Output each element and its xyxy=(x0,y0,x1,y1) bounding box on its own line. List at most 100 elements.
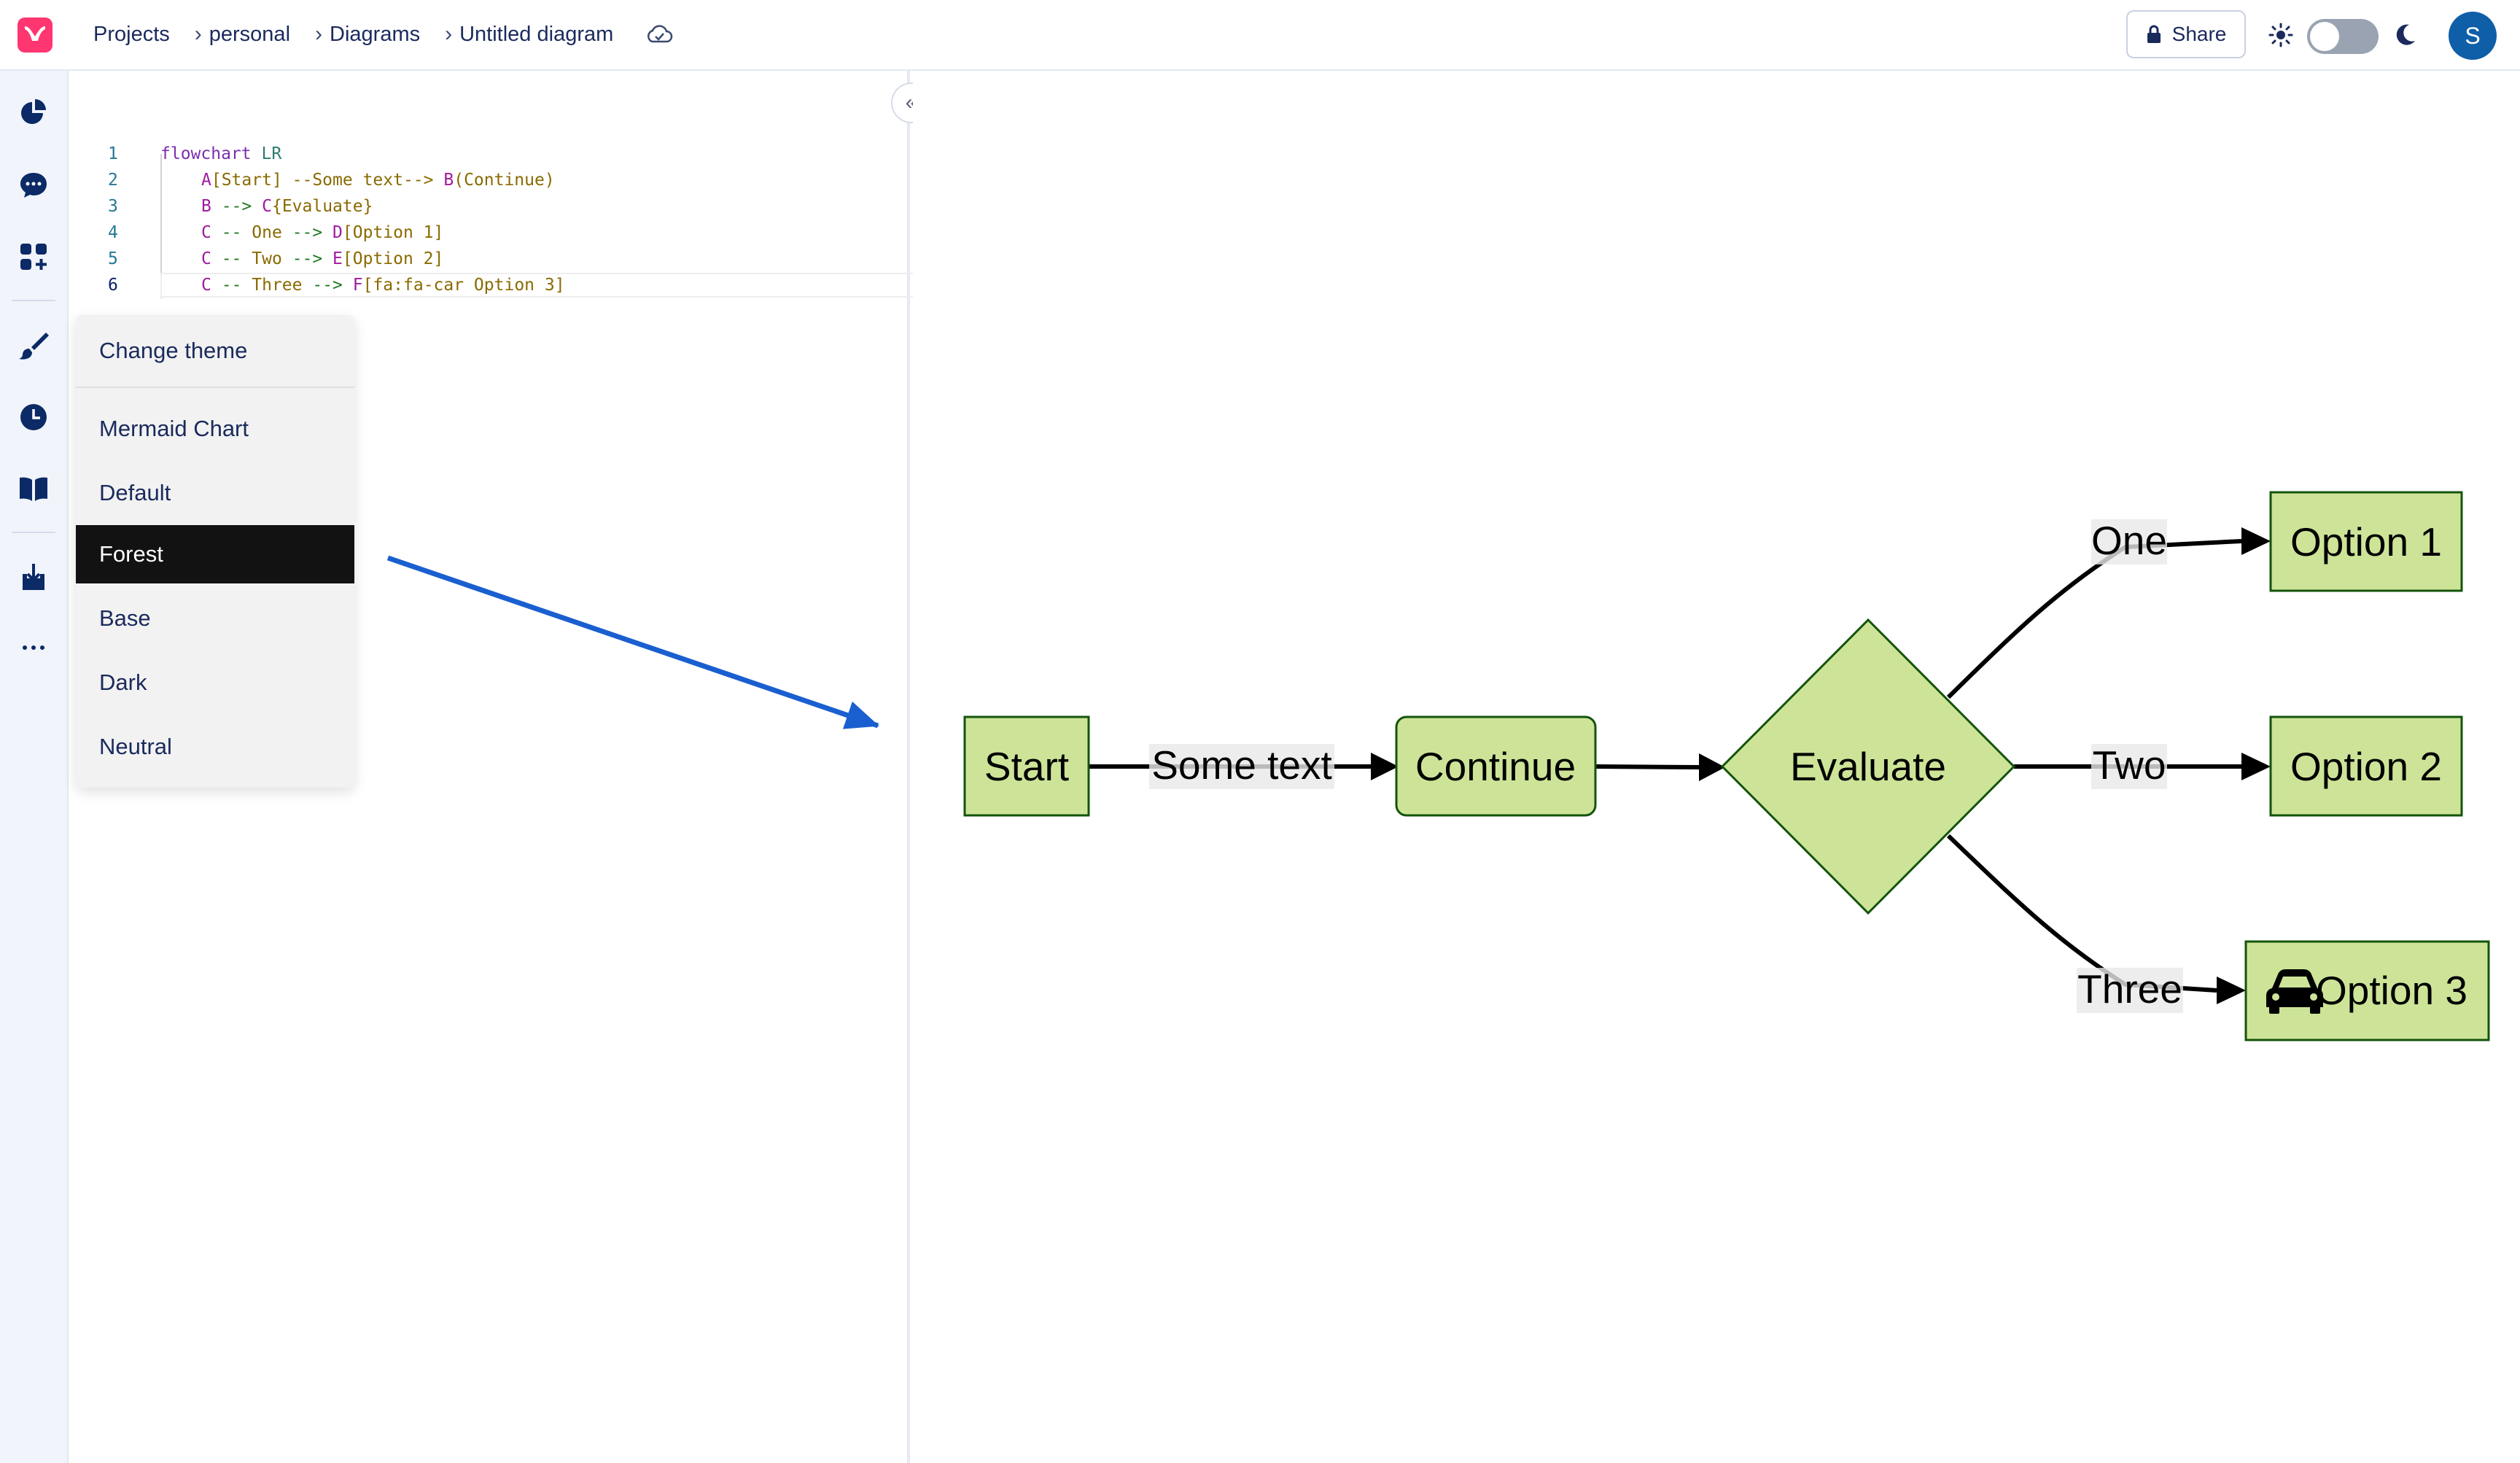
node-start[interactable]: Start xyxy=(963,715,1090,817)
moon-icon xyxy=(2396,24,2415,45)
code-token: E xyxy=(332,249,343,268)
code-token: -- xyxy=(211,223,252,242)
code-line-text[interactable]: B --> C{Evaluate} xyxy=(201,197,373,216)
code-line-text[interactable]: C -- One --> D[Option 1] xyxy=(201,223,443,242)
breadcrumb-projects[interactable]: Projects xyxy=(93,22,170,46)
code-token: --> xyxy=(211,197,262,216)
edge-label-two-text: Two xyxy=(2093,742,2166,788)
code-token: Two xyxy=(252,249,282,268)
code-line[interactable]: 6 C -- Three --> F[fa:fa-car Option 3] xyxy=(69,272,910,298)
code-line-text[interactable]: flowchart LR xyxy=(160,144,281,163)
node-evaluate[interactable]: Evaluate xyxy=(1720,618,2016,915)
code-token: Three xyxy=(252,276,303,295)
theme-option-forest[interactable]: Forest xyxy=(76,525,354,583)
code-token: -- xyxy=(211,249,252,268)
mermaid-logo-icon[interactable] xyxy=(18,18,52,53)
code-line[interactable]: 1 flowchart LR xyxy=(69,141,910,167)
lock-icon xyxy=(2147,25,2161,43)
breadcrumb: Projects › personal › Diagrams › Untitle… xyxy=(93,22,674,47)
breadcrumb-separator: › xyxy=(194,22,202,46)
code-token: --> xyxy=(281,223,333,242)
cloud-saved-icon xyxy=(648,25,673,43)
line-number: 6 xyxy=(108,276,118,295)
code-token: One xyxy=(252,223,282,242)
share-button[interactable]: Share xyxy=(2126,10,2246,58)
code-line[interactable]: 2 A[Start] --Some text--> B(Continue) xyxy=(69,167,910,193)
arrowhead xyxy=(2241,527,2271,555)
code-token: F xyxy=(352,276,363,295)
theme-menu-header: Change theme xyxy=(76,315,354,388)
more-options-icon[interactable] xyxy=(17,631,50,664)
arrowhead xyxy=(2241,753,2271,780)
theme-option-neutral[interactable]: Neutral xyxy=(99,734,172,759)
arrowhead xyxy=(1371,753,1399,780)
code-token: B xyxy=(443,171,454,190)
edge-label-two: Two xyxy=(2091,742,2167,789)
code-token: {Evaluate} xyxy=(271,197,373,216)
node-start-label: Start xyxy=(984,744,1069,789)
theme-dropdown: Change theme Mermaid Chart Default Fores… xyxy=(76,315,354,788)
node-option-3-label: Option 3 xyxy=(2316,968,2468,1013)
node-continue-label: Continue xyxy=(1415,744,1576,789)
code-token: --> xyxy=(281,249,333,268)
theme-option-mermaid-chart[interactable]: Mermaid Chart xyxy=(99,416,249,441)
add-widgets-icon[interactable] xyxy=(17,240,50,273)
toggle-knob xyxy=(2310,22,2339,51)
node-option-1[interactable]: Option 1 xyxy=(2269,491,2463,592)
paintbrush-icon[interactable] xyxy=(17,329,50,362)
left-rail xyxy=(0,71,69,1463)
edge-label-some-text-text: Some text xyxy=(1151,742,1332,788)
code-token: [Option 2] xyxy=(342,249,444,268)
code-token: --> xyxy=(302,276,353,295)
chat-icon[interactable] xyxy=(17,168,50,202)
annotation-arrow xyxy=(386,555,879,729)
breadcrumb-diagrams[interactable]: Diagrams xyxy=(330,22,421,46)
theme-option-dark[interactable]: Dark xyxy=(99,670,147,695)
code-token: --Some text--> xyxy=(281,171,444,190)
code-token: C xyxy=(201,249,211,268)
edge-label-some-text: Some text xyxy=(1149,742,1334,789)
arrowhead xyxy=(2217,977,2246,1004)
code-line-text[interactable]: A[Start] --Some text--> B(Continue) xyxy=(201,171,555,190)
breadcrumb-separator: › xyxy=(315,22,323,46)
node-option-3[interactable]: Option 3 xyxy=(2244,940,2490,1041)
user-avatar[interactable]: S xyxy=(2449,12,2497,60)
code-token: C xyxy=(201,276,211,295)
edge-label-one-text: One xyxy=(2091,518,2167,563)
share-button-label: Share xyxy=(2171,23,2227,45)
node-evaluate-label: Evaluate xyxy=(1790,744,1946,789)
code-token: [Option 1] xyxy=(342,223,444,242)
theme-option-base[interactable]: Base xyxy=(99,605,151,631)
line-number: 2 xyxy=(108,171,118,190)
theme-option-default[interactable]: Default xyxy=(99,480,171,505)
node-continue[interactable]: Continue xyxy=(1395,715,1597,817)
book-icon[interactable] xyxy=(17,472,50,505)
arrowhead xyxy=(1699,753,1725,781)
pie-chart-icon[interactable] xyxy=(17,96,50,130)
node-option-1-label: Option 1 xyxy=(2290,519,2442,564)
indent-guide xyxy=(160,154,162,298)
breadcrumb-personal[interactable]: personal xyxy=(209,22,291,46)
theme-mode-toggle[interactable] xyxy=(2307,19,2379,54)
history-clock-icon[interactable] xyxy=(17,400,50,434)
edge-label-three-text: Three xyxy=(2077,966,2182,1012)
code-token: B xyxy=(201,197,211,216)
car-icon xyxy=(2266,969,2323,1014)
sun-icon xyxy=(2268,23,2293,47)
breadcrumb-diagram-title[interactable]: Untitled diagram xyxy=(459,22,614,46)
import-icon[interactable] xyxy=(17,561,50,594)
code-token: C xyxy=(201,223,211,242)
code-token: LR xyxy=(251,144,282,163)
code-token: (Continue) xyxy=(454,171,555,190)
code-token: flowchart xyxy=(160,144,252,163)
code-line-text[interactable]: C -- Three --> F[fa:fa-car Option 3] xyxy=(201,276,565,295)
code-token: -- xyxy=(211,276,252,295)
line-number: 1 xyxy=(108,144,118,163)
node-option-2[interactable]: Option 2 xyxy=(2269,715,2463,817)
code-line-text[interactable]: C -- Two --> E[Option 2] xyxy=(201,249,443,268)
top-bar: Projects › personal › Diagrams › Untitle… xyxy=(0,0,2520,71)
